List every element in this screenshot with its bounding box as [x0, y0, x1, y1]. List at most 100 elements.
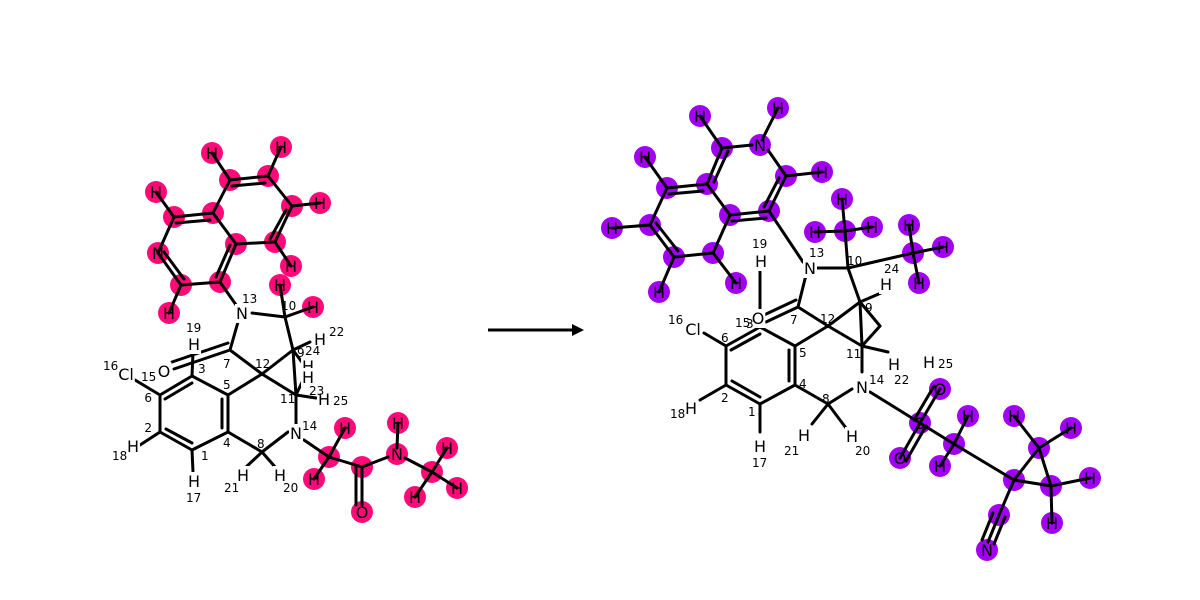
p-idx-24: 24	[884, 262, 899, 276]
r-atom-Cl16: Cl	[118, 365, 134, 384]
r-idx-8: 8	[257, 437, 265, 451]
p-hl-N: N	[754, 136, 766, 155]
r-atom-H18: H	[127, 437, 139, 456]
r-idx-5: 5	[223, 378, 231, 392]
p-idx-7: 7	[790, 313, 798, 327]
p-hl-H-c: H	[816, 163, 828, 182]
p-hl-H-f: H	[653, 283, 665, 302]
r-idx-22: 22	[329, 325, 344, 339]
product-bonds	[610, 106, 1092, 546]
p-atom-Cl16: Cl	[685, 320, 701, 339]
reactant-atom-labels: N O Cl N H H H H H H H H H	[117, 304, 332, 491]
r-idx-7: 7	[223, 357, 231, 371]
r-idx-24: 24	[305, 344, 320, 358]
p-idx-15: 15	[735, 316, 750, 330]
r-idx-16: 16	[103, 359, 118, 373]
r-atom-H21: H	[237, 466, 249, 485]
r-idx-21: 21	[224, 481, 239, 495]
r-hl-H-i: H	[339, 419, 351, 438]
r-atom-H19: H	[188, 335, 200, 354]
p-atom-H22: H	[888, 355, 900, 374]
r-hl-H-k: H	[392, 414, 404, 433]
r-idx-15: 15	[141, 370, 156, 384]
reactant-highlight-labels: H H H H N H H H H H H H O N H H H	[150, 138, 463, 522]
p-idx-25: 25	[938, 357, 953, 371]
r-idx-6: 6	[144, 391, 152, 405]
r-hl-H-c: H	[314, 194, 326, 213]
p-idx-2: 2	[721, 391, 729, 405]
product-atom-labels: N O Cl N H H H H H H H H	[683, 252, 937, 456]
p-hl-H-o: H	[934, 457, 946, 476]
p-hl-O1: O	[934, 380, 947, 399]
p-idx-20: 20	[855, 444, 870, 458]
r-hl-H-d: H	[150, 183, 162, 202]
r-atom-N13: N	[236, 304, 248, 323]
r-hl-H-h: H	[307, 298, 319, 317]
r-hl-H-f: H	[285, 257, 297, 276]
p-idx-22: 22	[894, 373, 909, 387]
p-hl-H-p: H	[1008, 407, 1020, 426]
r-atom-O-carbonyl: O	[158, 362, 171, 381]
p-idx-12: 12	[820, 312, 835, 326]
p-idx-13: 13	[809, 246, 824, 260]
p-hl-H-d: H	[639, 148, 651, 167]
p-hl-H-a: H	[694, 107, 706, 126]
product-highlight-labels: H N H H H H H H H H H H H H S O O H H H …	[606, 99, 1096, 560]
r-hl-H-g: H	[274, 276, 286, 295]
p-hl-H-k: H	[903, 216, 915, 235]
p-atom-H25: H	[923, 353, 935, 372]
p-idx-18: 18	[670, 407, 685, 421]
p-hl-H-b: H	[772, 99, 784, 118]
p-idx-11: 11	[846, 347, 861, 361]
p-hl-H-m: H	[913, 274, 925, 293]
p-idx-9: 9	[865, 301, 873, 315]
r-hl-N: N	[152, 244, 164, 263]
p-hl-O2: O	[894, 449, 907, 468]
p-atom-N14: N	[856, 378, 868, 397]
r-idx-19: 19	[186, 321, 201, 335]
product-molecule: N O Cl N H H H H H H H H H N H H H H H H…	[601, 97, 1101, 561]
r-idx-9: 9	[297, 346, 305, 360]
p-hl-H-g: H	[730, 274, 742, 293]
r-idx-13: 13	[242, 292, 257, 306]
p-atom-H21: H	[798, 426, 810, 445]
product-atom-indices: 1 2 3 4 5 6 7 8 9 10 11 12 13 14 15 16 1…	[668, 237, 953, 470]
p-idx-17: 17	[752, 456, 767, 470]
p-idx-4: 4	[799, 377, 807, 391]
p-idx-14: 14	[869, 373, 884, 387]
r-idx-18: 18	[112, 449, 127, 463]
p-hl-S: S	[915, 414, 925, 433]
reaction-arrow	[488, 324, 584, 336]
r-hl-O-amide: O	[356, 503, 369, 522]
p-atom-H19: H	[755, 252, 767, 271]
p-hl-H-e: H	[606, 219, 618, 238]
p-hl-H-i: H	[809, 223, 821, 242]
r-idx-23: 23	[309, 384, 324, 398]
r-hl-H-n: H	[409, 488, 421, 507]
r-hl-H-a: H	[206, 144, 218, 163]
r-idx-1: 1	[201, 449, 209, 463]
p-hl-H-l: H	[937, 238, 949, 257]
r-idx-10: 10	[281, 299, 296, 313]
p-atom-H24b: H	[880, 275, 892, 294]
reactant-atom-indices: 1 2 3 4 5 6 7 8 9 10 11 12 13 14 15 16 1…	[103, 292, 348, 505]
r-hl-H-b: H	[275, 138, 287, 157]
p-atom-N13: N	[804, 259, 816, 278]
r-idx-11: 11	[280, 392, 295, 406]
p-idx-8: 8	[822, 392, 830, 406]
r-idx-25: 25	[333, 394, 348, 408]
r-idx-12: 12	[255, 357, 270, 371]
r-atom-H22: H	[314, 330, 326, 349]
r-atom-N14: N	[290, 424, 302, 443]
r-hl-H-m: H	[451, 479, 463, 498]
p-idx-5: 5	[799, 346, 807, 360]
r-hl-N-amide: N	[391, 445, 403, 464]
r-hl-H-e: H	[163, 304, 175, 323]
reactant-molecule: N O Cl N H H H H H H H H H H H H H N H H…	[103, 136, 468, 523]
p-idx-3: 3	[746, 317, 754, 331]
p-atom-H17: H	[754, 437, 766, 456]
p-hl-H-j: H	[866, 218, 878, 237]
p-idx-19: 19	[752, 237, 767, 251]
r-idx-2: 2	[144, 421, 152, 435]
